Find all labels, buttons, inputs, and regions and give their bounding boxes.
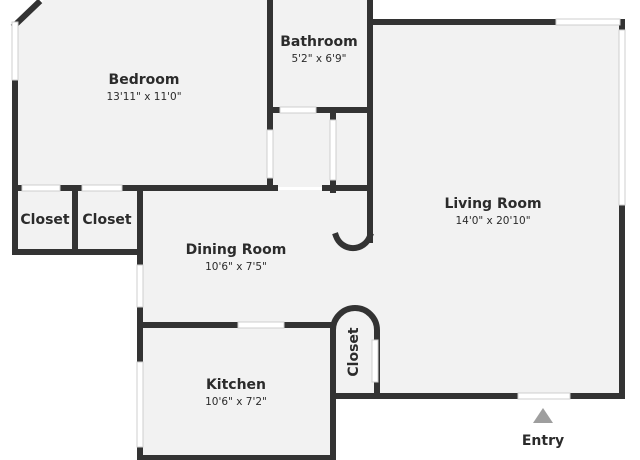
room-labels: Bedroom 13'11" x 11'0" Bathroom 5'2" x 6…: [20, 34, 564, 449]
dining-room-dims: 10'6" x 7'5": [205, 261, 267, 273]
kitchen-name: Kitchen: [206, 377, 266, 393]
closet1-floor: [18, 190, 72, 250]
kitchen-dims: 10'6" x 7'2": [205, 396, 267, 408]
entry-door-opening: [517, 392, 571, 400]
window: [237, 321, 285, 329]
window: [266, 129, 274, 179]
window: [555, 18, 621, 26]
window: [136, 264, 144, 308]
bathroom-name: Bathroom: [280, 34, 358, 50]
closet-hall-name: Closet: [346, 327, 362, 377]
window: [21, 184, 61, 192]
bathroom-floor: [273, 0, 368, 108]
living-room-dims: 14'0" x 20'10": [455, 215, 530, 227]
window: [11, 21, 19, 81]
window: [618, 29, 626, 206]
window: [136, 361, 144, 448]
closet-middle-name: Closet: [82, 212, 132, 228]
window: [329, 119, 337, 181]
closet3-floor: [335, 310, 375, 396]
dining-room-name: Dining Room: [186, 242, 287, 258]
window: [371, 339, 379, 383]
floor-areas: [18, 0, 620, 457]
bedroom-name: Bedroom: [109, 72, 180, 88]
living-floor: [372, 24, 620, 396]
bedroom-floor: [18, 0, 268, 186]
closet2-floor: [77, 190, 139, 250]
windows: [11, 18, 626, 448]
living-room-name: Living Room: [444, 196, 541, 212]
hall-floor: [273, 112, 368, 187]
entry-label: Entry: [522, 433, 564, 449]
bedroom-dims: 13'11" x 11'0": [106, 91, 181, 103]
kitchen-floor: [143, 327, 330, 457]
dining-floor: [143, 190, 373, 323]
closet-left-name: Closet: [20, 212, 70, 228]
window: [279, 106, 317, 114]
entry-arrow-icon: [533, 408, 553, 423]
bathroom-dims: 5'2" x 6'9": [291, 53, 346, 65]
window: [81, 184, 123, 192]
